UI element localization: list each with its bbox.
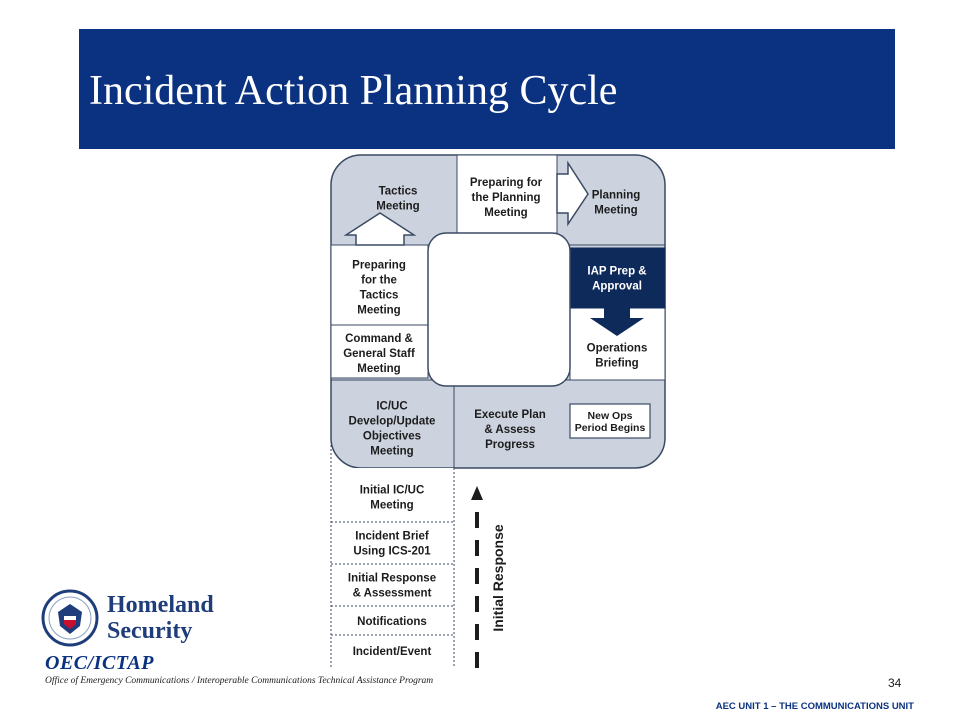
cycle-center [427, 232, 571, 387]
arrow-up-icon [343, 212, 417, 246]
initial-step-5: Incident/Event [353, 646, 432, 658]
arrow-head-icon [471, 486, 483, 500]
org-full-name: Office of Emergency Communications / Int… [45, 676, 434, 686]
title-banner: Incident Action Planning Cycle [79, 29, 895, 149]
initial-response-label: Initial Response [490, 524, 506, 632]
dhs-wordmark: Homeland Security [107, 592, 214, 644]
cell-command-staff [330, 324, 429, 379]
label-iap-prep: IAP Prep &Approval [587, 266, 646, 293]
new-ops-box [569, 403, 651, 439]
page-title: Incident Action Planning Cycle [89, 68, 618, 114]
initial-step-4: Notifications [357, 616, 427, 628]
cell-iap-prep [569, 247, 666, 309]
initial-steps-column [331, 468, 454, 668]
page-number: 34 [888, 676, 902, 690]
dhs-seal-logo [41, 589, 99, 647]
arrow-right-icon [556, 160, 589, 227]
org-acronym: OEC/ICTAP [45, 652, 154, 674]
arrow-down-icon [590, 308, 644, 336]
initial-step-3: Initial Response& Assessment [348, 573, 436, 600]
footer-unit: AEC UNIT 1 – THE COMMUNICATIONS UNIT [715, 701, 914, 712]
